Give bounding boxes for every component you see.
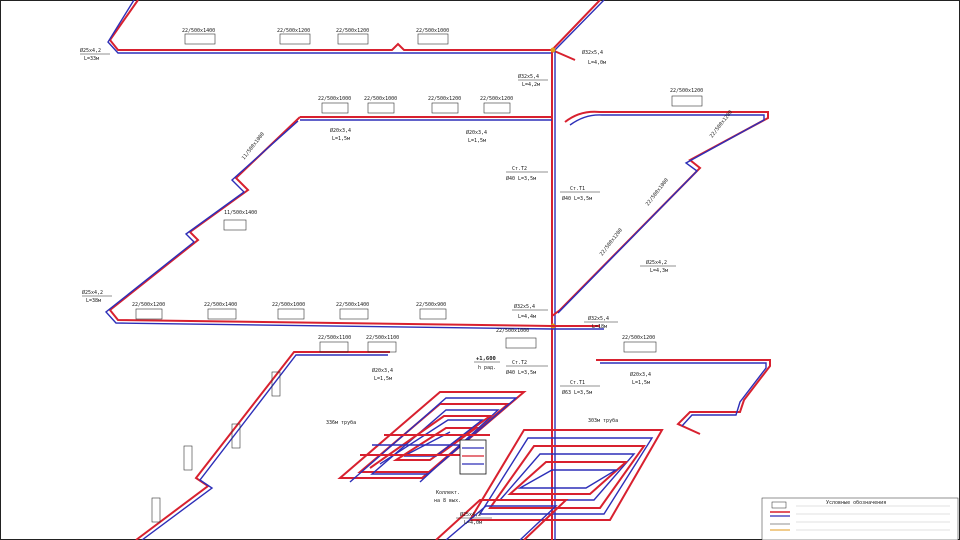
bottom-floor-network — [135, 351, 771, 540]
bottom-center-length-label: L=4,0м — [464, 520, 482, 526]
top-left-pipe-label: Ø25х4,2 — [80, 47, 101, 54]
top-radiators — [184, 33, 449, 45]
top-floor-network — [107, 0, 605, 61]
middle-floor-network — [104, 110, 769, 330]
middle-radiator-label-2: 22/500х1000 — [364, 96, 397, 102]
elevation-sub-label: h рад. — [478, 365, 496, 371]
riser-st-t1-spec: Ø40 L=3,5м — [562, 195, 592, 202]
underfloor-loop-right — [435, 429, 664, 540]
bottom-center-radiator-label: 22/500х1000 — [496, 328, 529, 334]
middle-radiator-label-3: 22/500х1200 — [428, 96, 461, 102]
bottom-radiator-label-2: 22/500х1100 — [366, 335, 399, 341]
bottom-radiator-label-1: 22/500х1100 — [318, 335, 351, 341]
bottom-length-label: L=1,5м — [374, 376, 392, 382]
lower-radiator-label-1: 22/500х1200 — [132, 302, 165, 308]
manifold-label-1: Коллект. — [436, 490, 460, 496]
bottom-center-pipe-label: Ø25х4,2 — [460, 511, 481, 518]
middle-left-radiator-label-1: 11/500х1000 — [241, 131, 266, 161]
lower-radiators — [135, 308, 447, 320]
middle-radiator-label-5: 22/500х1200 — [670, 88, 703, 94]
bottom-pipe-label: Ø20х3,4 — [372, 367, 393, 374]
top-radiator-label-2: 22/500х1200 — [277, 28, 310, 34]
middle-length-label-a: L=1,5м — [332, 136, 350, 142]
top-radiator-label-3: 22/500х1200 — [336, 28, 369, 34]
riser-st-t1-label: Ст.Т1 — [570, 186, 585, 192]
top-right-pipe-label: Ø32х5,4 — [582, 49, 603, 56]
low-right-length-label: L=18м — [592, 324, 607, 330]
middle-radiators — [223, 95, 703, 231]
middle-pipe-label-a: Ø20х3,4 — [330, 127, 351, 134]
top-left-length-label: L=33м — [84, 56, 99, 62]
legend — [761, 497, 959, 540]
bottom-right-length-label: L=1,5м — [632, 380, 650, 386]
low-right-pipe-label: Ø32х5,4 — [588, 315, 609, 322]
middle-right-radiator-label-1: 22/500х1200 — [709, 109, 734, 139]
bottom-left-radiators — [151, 371, 281, 523]
riser-top-pipe-label: Ø32х5,4 — [518, 73, 539, 80]
top-radiator-label-4: 22/500х1000 — [416, 28, 449, 34]
loop-left-length-label: 336м труба — [326, 419, 356, 426]
lower-left-pipe-label: Ø25х4,2 — [82, 289, 103, 296]
middle-radiator-label-1: 22/500х1000 — [318, 96, 351, 102]
lower-radiator-label-4: 22/500х1400 — [336, 302, 369, 308]
middle-pipe-label-b: Ø20х3,4 — [466, 129, 487, 136]
bottom-right-radiator-label: 22/500х1200 — [622, 335, 655, 341]
riser-top-length-label: L=4,2м — [522, 82, 540, 88]
middle-left-radiator-label-2: 11/500х1400 — [224, 210, 257, 216]
riser-st-t2b-label: Ст.Т2 — [512, 360, 527, 366]
riser-st-t1b-label: Ст.Т1 — [570, 380, 585, 386]
lower-radiator-label-3: 22/500х1000 — [272, 302, 305, 308]
underfloor-loop-left — [337, 391, 527, 483]
top-right-length-label: L=4,0м — [588, 60, 606, 66]
main-riser — [550, 47, 556, 540]
manifold — [459, 439, 487, 475]
elevation-label: +1,600 — [476, 356, 496, 362]
loop-right-length-label: 303м труба — [588, 417, 618, 424]
riser-st-t1b-spec: Ø63 L=3,5м — [562, 389, 592, 396]
right-pipe-label: Ø25х4,2 — [646, 259, 667, 266]
right-length-label: L=4,3м — [650, 268, 668, 274]
legend-title: Условные обозначения — [826, 499, 886, 506]
manifold-label-2: на 8 вых. — [434, 498, 461, 504]
middle-length-label-b: L=1,5м — [468, 138, 486, 144]
middle-right-radiator-label-3: 22/500х1200 — [599, 227, 624, 257]
low-riser-pipe-label: Ø32х5,4 — [514, 303, 535, 310]
lower-left-length-label: L=38м — [86, 298, 101, 304]
riser-st-t2-label: Ст.Т2 — [512, 166, 527, 172]
low-riser-length-label: L=4,4м — [518, 314, 536, 320]
lower-radiator-label-5: 22/500х900 — [416, 302, 446, 308]
bottom-radiators — [319, 337, 657, 353]
middle-radiator-label-4: 22/500х1200 — [480, 96, 513, 102]
riser-st-t2-spec: Ø40 L=3,5м — [506, 175, 536, 182]
top-radiator-label-1: 22/500х1400 — [182, 28, 215, 34]
riser-st-t2b-spec: Ø40 L=3,5м — [506, 369, 536, 376]
bottom-right-pipe-label: Ø20х3,4 — [630, 371, 651, 378]
lower-radiator-label-2: 22/500х1400 — [204, 302, 237, 308]
